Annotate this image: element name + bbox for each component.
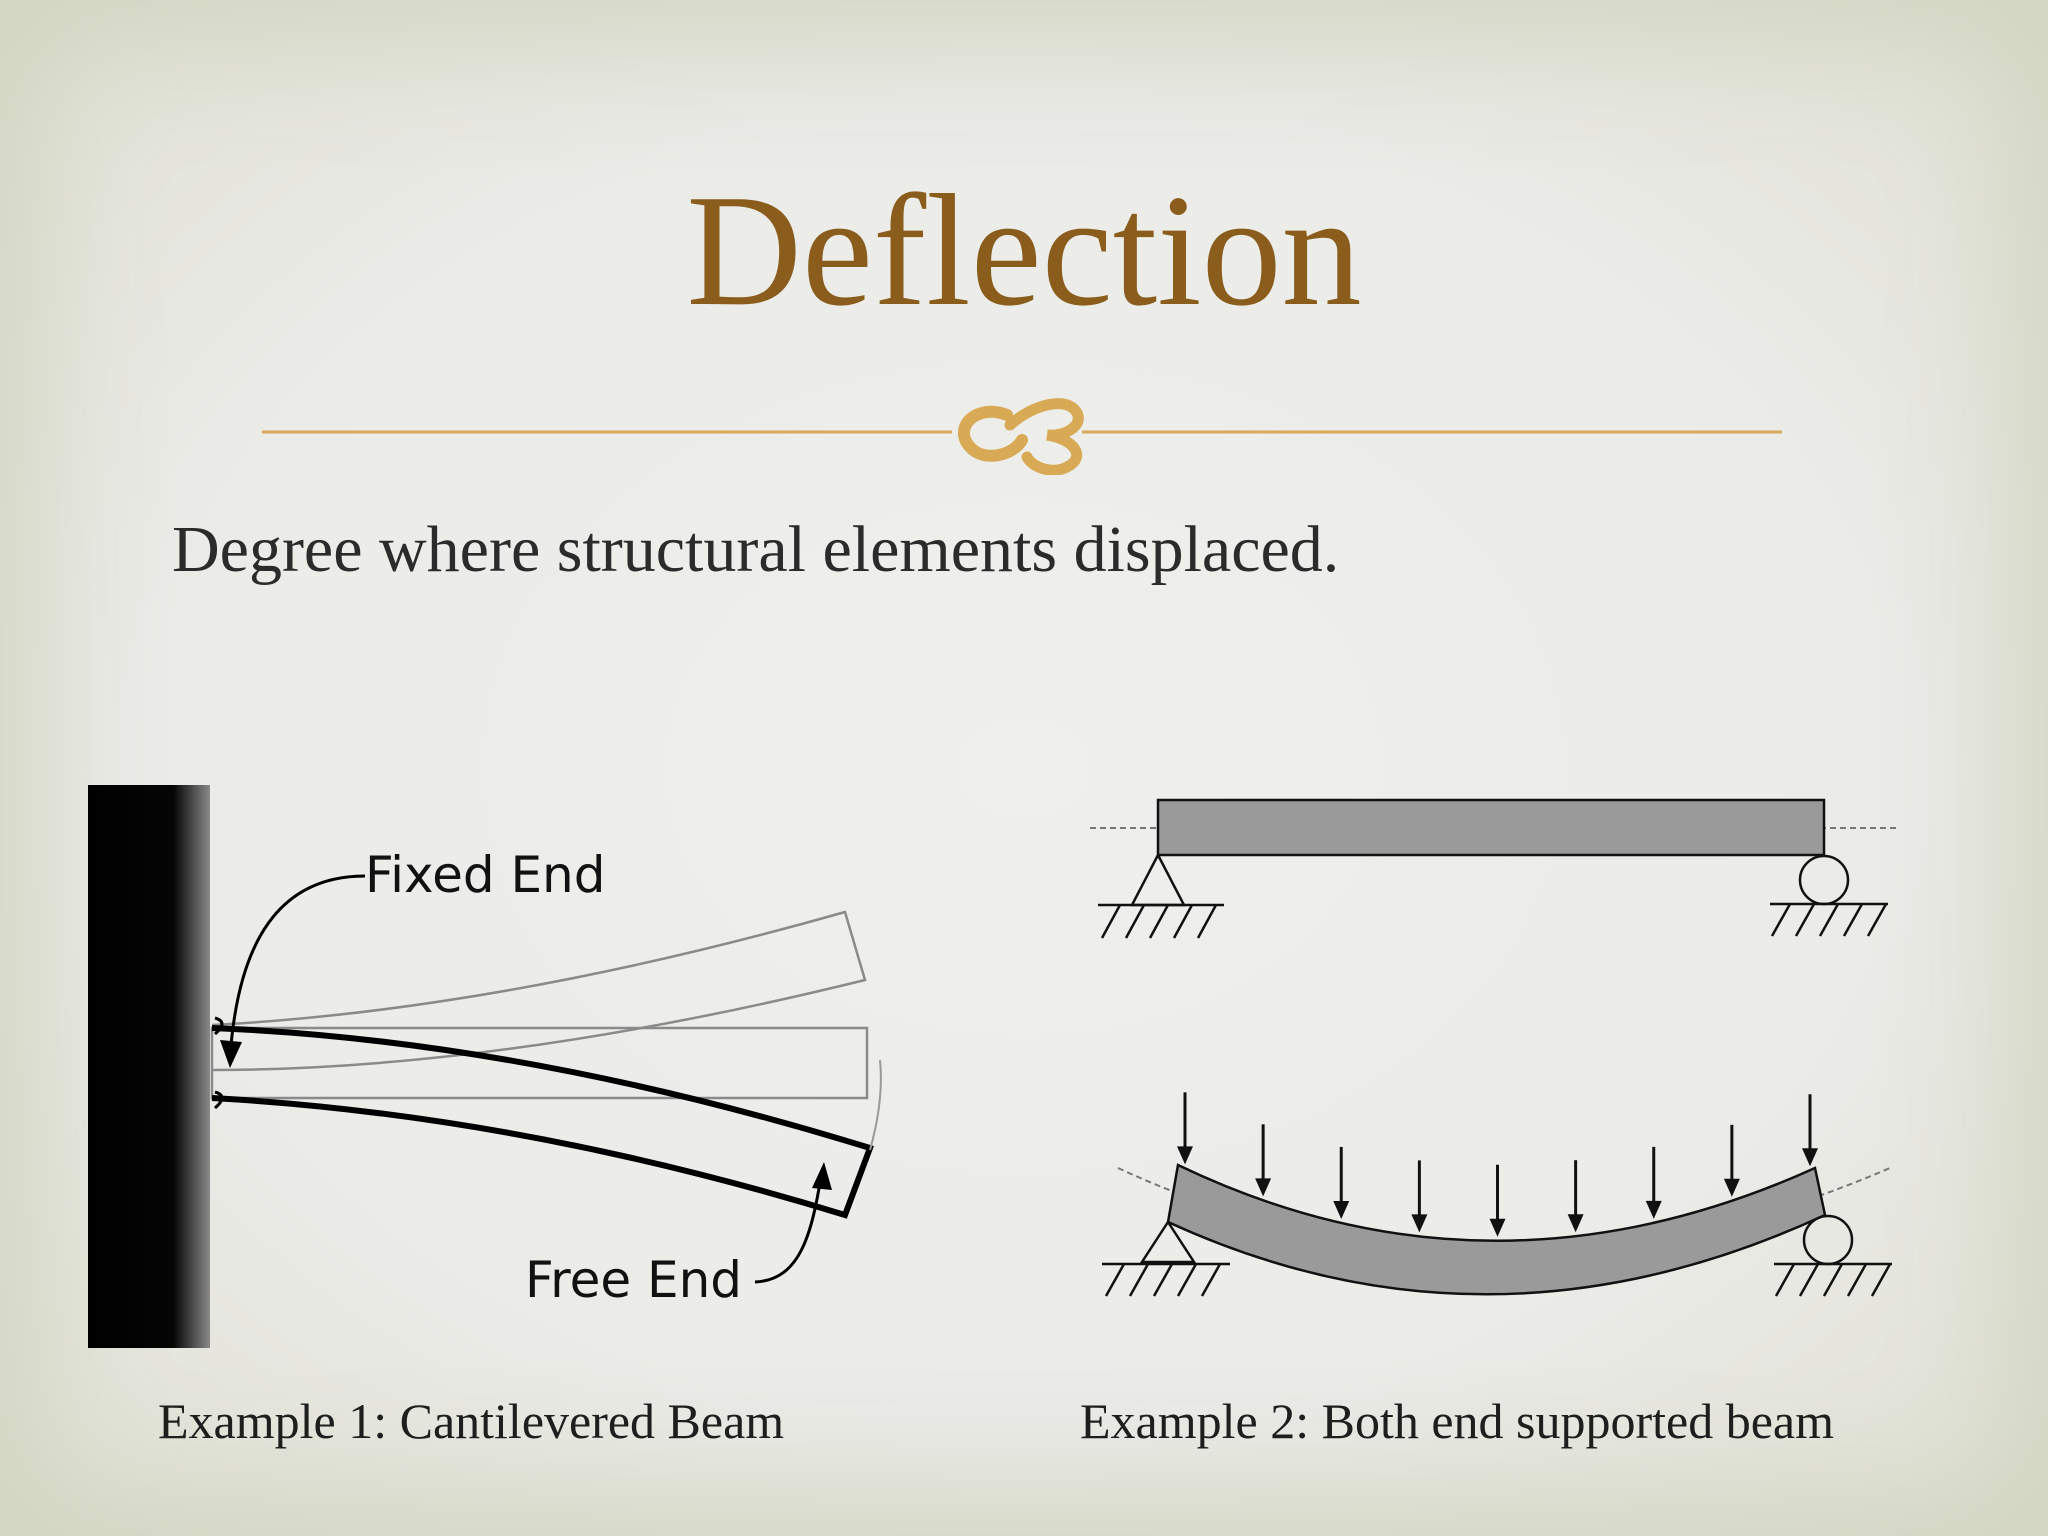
free-end-leader [754, 1169, 824, 1284]
load-arrow-head [1489, 1218, 1506, 1237]
pin-support-bottom [1102, 1219, 1230, 1297]
free-end-label: Free End [525, 1251, 742, 1309]
load-arrow-head [1802, 1148, 1818, 1167]
fixed-joint-bottom [214, 1090, 224, 1110]
fixed-end-leader [228, 874, 366, 1059]
fixed-end-label: Fixed End [365, 846, 605, 904]
distributed-load [1177, 1092, 1818, 1237]
fixed-joint-top [214, 1016, 224, 1036]
load-arrow-head [1333, 1200, 1350, 1219]
title-divider [262, 398, 1782, 475]
load-arrow-head [1177, 1146, 1193, 1165]
cantilever-diagram: Fixed End Free End [88, 785, 882, 1348]
deflection-arc [869, 1059, 882, 1151]
fixed-end-arrowhead [220, 1040, 242, 1068]
beam-ghost-up [211, 910, 867, 1072]
load-arrow-head [1723, 1178, 1740, 1197]
roller-support-bottom [1774, 1214, 1892, 1297]
caption-example-2: Example 2: Both end supported beam [1080, 1393, 1835, 1449]
definition-text: Degree where structural elements displac… [172, 513, 1340, 586]
ornament-icon [958, 398, 1084, 475]
free-end-arrowhead [812, 1162, 832, 1190]
pin-support-top [1098, 852, 1224, 939]
slide-title: Deflection [686, 161, 1362, 339]
load-arrow-head [1645, 1200, 1662, 1219]
beam-unloaded [1156, 798, 1826, 857]
roller-support-top [1770, 854, 1888, 937]
supported-beam-diagram [1090, 798, 1900, 1297]
load-arrow-head [1411, 1214, 1428, 1233]
beam-ghost-straight [210, 1026, 869, 1100]
beam-deflected [211, 1025, 874, 1219]
caption-example-1: Example 1: Cantilevered Beam [158, 1393, 785, 1449]
load-arrow-head [1255, 1178, 1272, 1197]
load-arrow-head [1567, 1214, 1584, 1233]
fixed-wall [88, 785, 210, 1348]
